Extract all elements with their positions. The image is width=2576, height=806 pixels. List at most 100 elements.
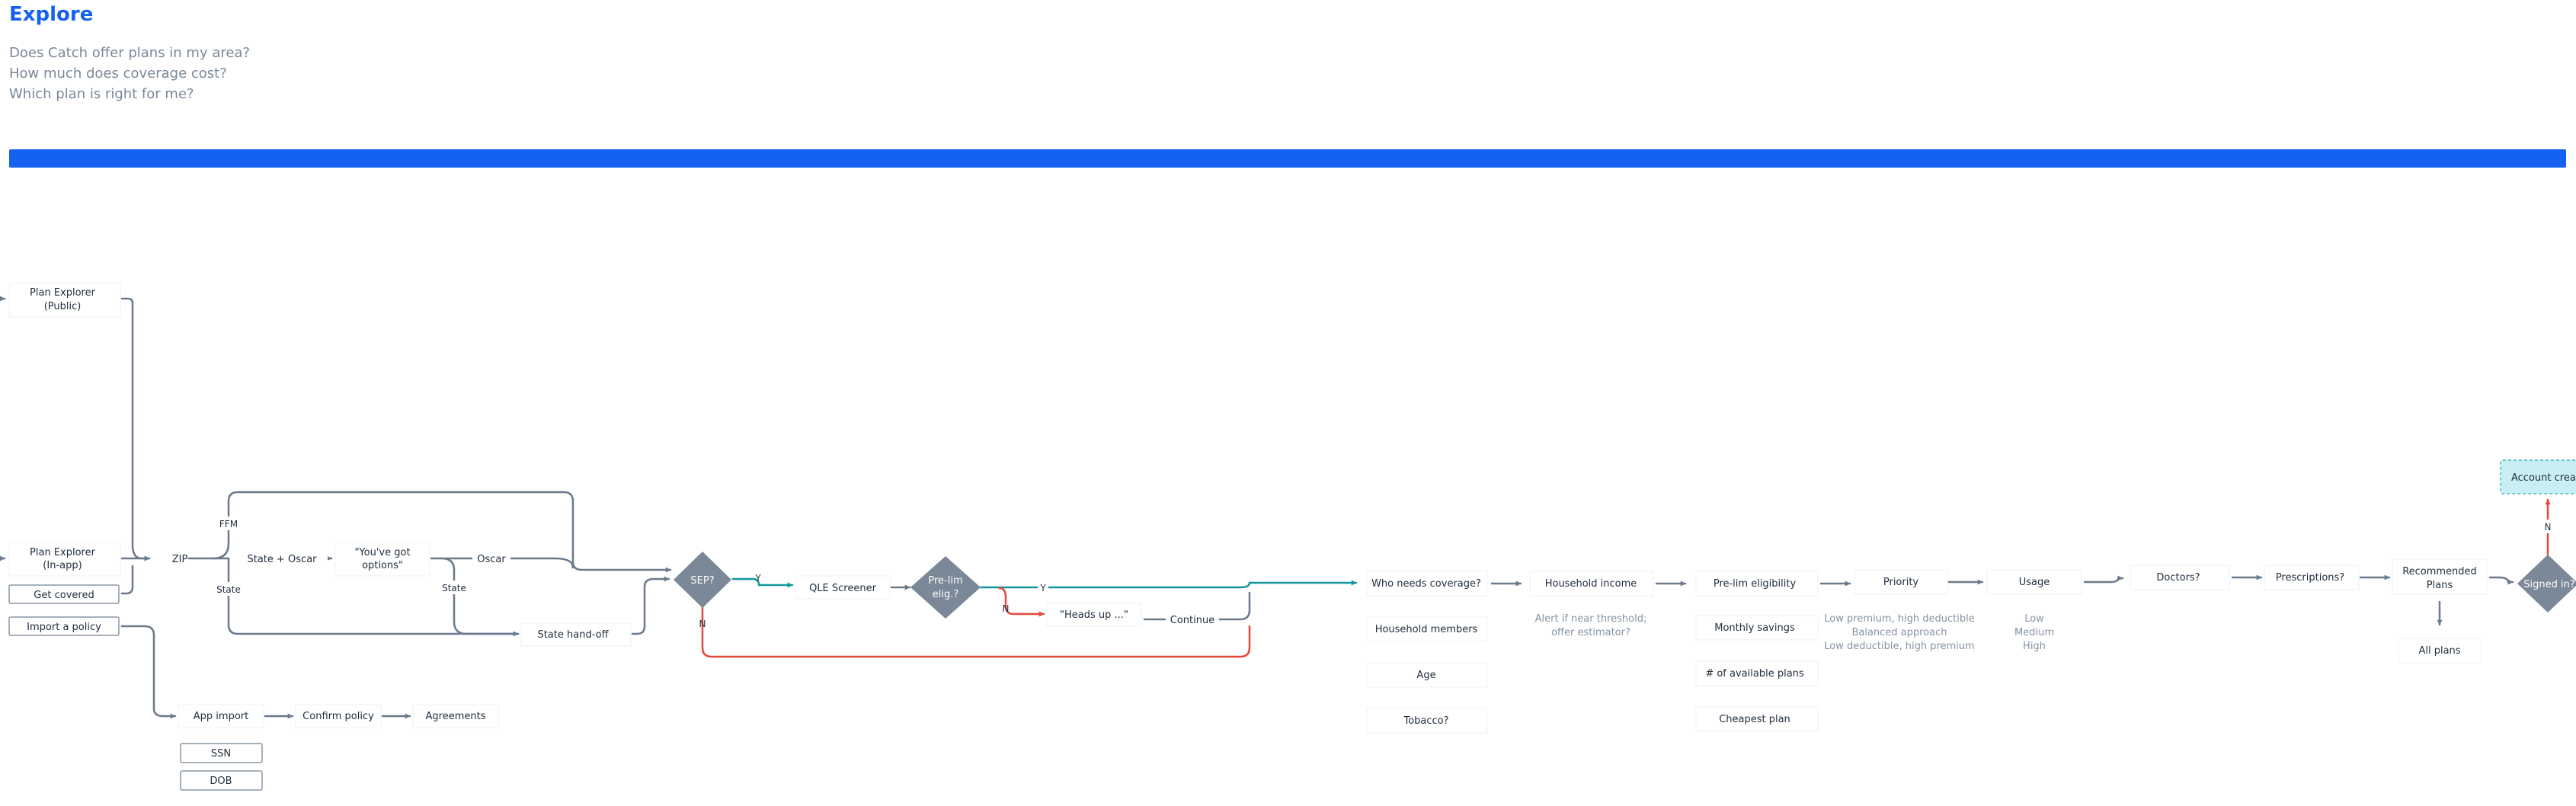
label-yes-2: Y bbox=[1039, 583, 1046, 593]
node-get-covered-label: Get covered bbox=[34, 590, 94, 601]
node-plan-explorer-inapp[interactable]: Plan Explorer (In-app) bbox=[8, 542, 121, 577]
connector-sep-no bbox=[701, 599, 1251, 658]
label-bg-no-3 bbox=[2540, 520, 2555, 533]
node-tobacco[interactable]: Tobacco? bbox=[1366, 708, 1488, 734]
connector-recommended-signedin bbox=[2488, 576, 2514, 585]
usage-option-low: Low bbox=[2024, 613, 2044, 625]
node-qle-screener[interactable]: QLE Screener bbox=[795, 575, 891, 600]
node-prescriptions-label: Prescriptions? bbox=[2276, 572, 2344, 584]
node-all-plans-label: All plans bbox=[2418, 645, 2460, 657]
label-bg-oscar bbox=[472, 551, 510, 566]
node-heads-up-label: "Heads up ..." bbox=[1060, 609, 1128, 621]
label-oscar: Oscar bbox=[477, 554, 506, 565]
node-heads-up[interactable]: "Heads up ..." bbox=[1046, 603, 1142, 627]
connector-sep-yes bbox=[731, 577, 794, 588]
label-continue: Continue bbox=[1170, 615, 1214, 626]
label-bg-yes-2 bbox=[1038, 582, 1048, 594]
node-prelim-eligibility[interactable]: Pre-lim eligibility bbox=[1695, 571, 1819, 597]
label-ffm: FFM bbox=[219, 519, 238, 529]
node-get-covered[interactable]: Get covered bbox=[8, 584, 120, 604]
node-state-handoff[interactable]: State hand-off bbox=[520, 622, 632, 647]
page-title: Explore bbox=[9, 3, 94, 26]
decision-prelim-elig-line1: Pre-lim bbox=[928, 575, 962, 587]
node-household-members-label: Household members bbox=[1375, 624, 1478, 635]
decision-sep-label: SEP? bbox=[690, 575, 714, 587]
node-state-handoff-label: State hand-off bbox=[537, 629, 609, 641]
node-available-plans[interactable]: # of available plans bbox=[1695, 660, 1819, 686]
label-yes-1: Y bbox=[754, 573, 761, 584]
node-household-income-label: Household income bbox=[1545, 578, 1637, 590]
priority-option-2: Balanced approach bbox=[1851, 627, 1947, 638]
node-who-needs-coverage[interactable]: Who needs coverage? bbox=[1366, 571, 1488, 597]
field-dob[interactable]: DOB bbox=[180, 770, 263, 791]
priority-option-1: Low premium, high deductible bbox=[1824, 613, 1974, 625]
node-priority-label: Priority bbox=[1883, 577, 1919, 588]
node-who-needs-coverage-label: Who needs coverage? bbox=[1371, 578, 1481, 590]
node-household-income[interactable]: Household income bbox=[1529, 571, 1654, 597]
note-income-alert-line1: Alert if near threshold; bbox=[1535, 613, 1647, 625]
node-available-plans-label: # of available plans bbox=[1705, 668, 1804, 680]
node-plan-explorer-inapp-line1: Plan Explorer bbox=[30, 547, 96, 558]
node-prescriptions[interactable]: Prescriptions? bbox=[2264, 565, 2360, 590]
intro-questions: Does Catch offer plans in my area? How m… bbox=[9, 43, 250, 104]
node-priority[interactable]: Priority bbox=[1854, 569, 1948, 595]
connector-ffm bbox=[212, 491, 672, 573]
label-bg-state-oscar bbox=[251, 551, 328, 566]
label-state-oscar: State + Oscar bbox=[247, 554, 317, 565]
section-bar bbox=[9, 149, 2566, 168]
decision-signed-in-label: Signed in? bbox=[2523, 579, 2575, 590]
node-confirm-policy[interactable]: Confirm policy bbox=[295, 704, 382, 728]
connector-prelim-no bbox=[998, 587, 1045, 617]
decision-sep[interactable]: SEP? bbox=[674, 552, 731, 608]
connector-options-state bbox=[440, 557, 520, 635]
node-agreements[interactable]: Agreements bbox=[412, 704, 499, 728]
node-plan-explorer-public[interactable]: Plan Explorer (Public) bbox=[8, 283, 121, 318]
node-plan-explorer-public-line2: (Public) bbox=[44, 301, 82, 312]
connector-import bbox=[120, 625, 177, 719]
label-bg-state-1 bbox=[213, 582, 244, 596]
label-bg-ffm bbox=[216, 517, 241, 530]
node-app-import[interactable]: App import bbox=[178, 704, 264, 728]
node-confirm-policy-label: Confirm policy bbox=[302, 711, 374, 722]
label-state-1: State bbox=[216, 584, 241, 595]
node-doctors[interactable]: Doctors? bbox=[2130, 565, 2230, 590]
node-import-policy[interactable]: Import a policy bbox=[8, 616, 120, 636]
label-bg-state-2 bbox=[439, 581, 469, 594]
node-qle-screener-label: QLE Screener bbox=[809, 583, 877, 594]
usage-option-high: High bbox=[2023, 641, 2046, 652]
label-no-3: N bbox=[2545, 522, 2552, 533]
field-ssn[interactable]: SSN bbox=[180, 743, 263, 763]
connector-options-oscar bbox=[430, 557, 574, 569]
node-youve-got-options-line2: options" bbox=[362, 560, 403, 571]
connector-getcovered-zip bbox=[120, 565, 134, 595]
node-account-creation-label: Account creati bbox=[2511, 472, 2576, 484]
node-cheapest-plan-label: Cheapest plan bbox=[1719, 714, 1790, 725]
node-account-creation[interactable]: Account creati bbox=[2500, 459, 2576, 494]
label-state-2: State bbox=[442, 583, 466, 593]
node-all-plans[interactable]: All plans bbox=[2398, 638, 2482, 664]
node-age-label: Age bbox=[1416, 670, 1435, 681]
node-age[interactable]: Age bbox=[1366, 662, 1488, 688]
node-monthly-savings[interactable]: Monthly savings bbox=[1695, 615, 1819, 641]
node-monthly-savings-label: Monthly savings bbox=[1714, 622, 1795, 634]
decision-prelim-elig[interactable]: Pre-lim elig.? bbox=[910, 556, 981, 619]
label-no-1: N bbox=[699, 619, 706, 629]
node-usage[interactable]: Usage bbox=[1986, 569, 2082, 595]
node-youve-got-options[interactable]: "You've got options" bbox=[334, 542, 430, 577]
node-cheapest-plan[interactable]: Cheapest plan bbox=[1695, 706, 1819, 732]
node-plan-explorer-inapp-line2: (In-app) bbox=[43, 560, 82, 571]
node-recommended-plans[interactable]: Recommended Plans bbox=[2392, 558, 2488, 595]
decision-signed-in[interactable]: Signed in? bbox=[2517, 555, 2576, 612]
node-recommended-plans-line1: Recommended bbox=[2402, 566, 2477, 577]
connector-state bbox=[227, 557, 520, 637]
node-agreements-label: Agreements bbox=[426, 711, 486, 722]
node-household-members[interactable]: Household members bbox=[1366, 616, 1488, 642]
node-zip[interactable]: ZIP bbox=[172, 554, 188, 565]
field-ssn-label: SSN bbox=[211, 748, 231, 760]
node-plan-explorer-public-line1: Plan Explorer bbox=[30, 287, 96, 299]
usage-option-medium: Medium bbox=[2014, 627, 2054, 638]
question-3: Which plan is right for me? bbox=[9, 86, 194, 102]
question-1: Does Catch offer plans in my area? bbox=[9, 45, 251, 61]
connector-public-zip bbox=[120, 297, 151, 561]
question-2: How much does coverage cost? bbox=[9, 66, 227, 82]
